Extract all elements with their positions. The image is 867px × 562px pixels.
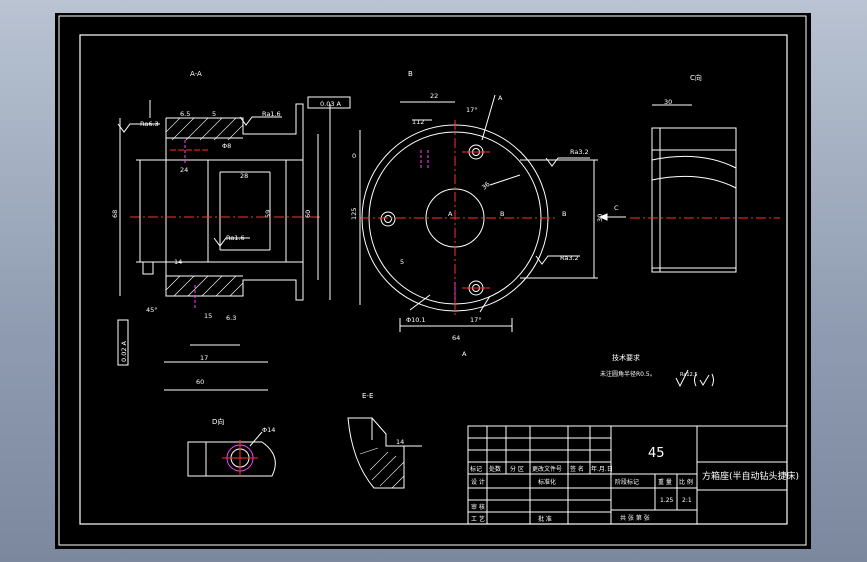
section-aa-label: A-A	[190, 70, 202, 78]
hdr-count: 处数	[489, 465, 501, 473]
dim-36: 36	[480, 180, 491, 191]
hdr-date: 年.月.日	[591, 465, 613, 473]
dim-phi8: Φ8	[222, 142, 231, 150]
hdr-change-doc: 更改文件号	[532, 465, 562, 473]
process-label: 工 艺	[471, 515, 485, 523]
label-a-top: A	[498, 94, 503, 102]
dim-0: 0	[352, 152, 356, 160]
dim-17deg-2: 17°	[470, 316, 482, 324]
dim-22: 22	[430, 92, 438, 100]
stage-label: 阶段标记	[615, 478, 639, 486]
view-c-label: C向	[690, 73, 702, 82]
dim-60-bot: 60	[196, 378, 204, 386]
dim-17-bot: 17	[200, 354, 208, 362]
dim-ra-mid: Ra1.6	[226, 234, 245, 242]
dim-6-3: 6.3	[226, 314, 236, 322]
dim-5b: 5	[400, 258, 404, 266]
section-ee-label: E-E	[362, 392, 373, 400]
notes-roughness: Ra12.5	[680, 372, 698, 378]
dim-phi14: Φ14	[262, 426, 275, 434]
label-c: C	[614, 204, 619, 212]
dim-64: 64	[452, 334, 460, 342]
view-c-dims: 30 C	[614, 98, 672, 212]
dim-59: 59	[264, 210, 272, 218]
hdr-sign: 签 名	[570, 465, 584, 473]
dim-5: 5	[212, 110, 216, 118]
label-b-2: B	[562, 210, 566, 218]
dim-28: 28	[240, 172, 248, 180]
view-b-dims: 22 17° 112 0 Ra3.2 Ra3.2 125 Φ10.1 36 17…	[350, 92, 604, 358]
part-name: 方箱座(半自动钻头捷床)	[702, 470, 799, 482]
tolerance-frame-1: 0.03 A	[320, 100, 342, 108]
dim-6-5: 6.5	[180, 110, 190, 118]
hdr-zone: 分 区	[510, 465, 524, 473]
title-block	[467, 425, 788, 525]
approve-label: 批 准	[538, 515, 552, 523]
label-a-bottom: A	[462, 350, 467, 358]
technical-notes: 技术要求 未注圆角半径R0.5。 Ra12.5	[600, 353, 714, 388]
section-aa-dims: Ra6.3 Ra1.6 Ra1.6 6.5 5 24 28 59 Φ8 60 6…	[111, 100, 342, 386]
view-d: D向	[187, 417, 276, 477]
view-b-round: B	[359, 70, 598, 332]
view-d-label: D向	[212, 417, 224, 426]
weight-label: 重 量	[658, 478, 672, 486]
dim-ra-top: Ra1.6	[262, 110, 281, 118]
tolerance-frame-2: 0.02 A	[120, 340, 128, 362]
dim-30: 30	[596, 214, 604, 222]
dim-14: 14	[174, 258, 182, 266]
dim-15: 15	[204, 312, 212, 320]
dim-ra3-2-a: Ra3.2	[570, 148, 589, 156]
view-c-side: C向	[598, 73, 780, 273]
dim-125: 125	[350, 208, 358, 220]
dim-45: 45°	[146, 306, 158, 314]
dim-ra-left: Ra6.3	[140, 120, 159, 128]
section-ee: E-E	[347, 392, 422, 489]
dim-17deg: 17°	[466, 106, 478, 114]
hdr-mark: 标记	[470, 465, 482, 473]
label-b: B	[500, 210, 504, 218]
notes-body: 未注圆角半径R0.5。	[600, 370, 656, 378]
scale-value: 2:1	[682, 497, 692, 504]
notes-title: 技术要求	[612, 353, 640, 362]
label-a: A	[448, 210, 453, 218]
dim-112: 112	[412, 118, 424, 126]
sheet-count: 共 张 第 张	[620, 514, 650, 522]
designer-label: 设 计	[471, 478, 485, 486]
dim-30-c: 30	[664, 98, 672, 106]
title-block-text: 45 方箱座(半自动钻头捷床) 标记 处数 分 区 更改文件号 签 名 年.月.…	[470, 446, 799, 523]
dim-68: 68	[111, 210, 119, 218]
section-aa-view: A-A	[117, 70, 351, 391]
dim-24: 24	[180, 166, 188, 174]
dim-14-e: 14	[396, 438, 404, 446]
outer-border	[58, 15, 807, 546]
dim-phi10: Φ10.1	[406, 316, 426, 324]
scale-label: 比 例	[679, 478, 693, 486]
view-b-label: B	[408, 70, 413, 78]
material-value: 45	[648, 446, 665, 461]
weight-value: 1.25	[660, 497, 674, 504]
inner-border	[79, 34, 788, 525]
dim-60: 60	[304, 210, 312, 218]
standard-label: 标准化	[538, 478, 556, 486]
dim-ra3-2-b: Ra3.2	[560, 254, 579, 262]
checker-label: 审 核	[471, 503, 485, 511]
